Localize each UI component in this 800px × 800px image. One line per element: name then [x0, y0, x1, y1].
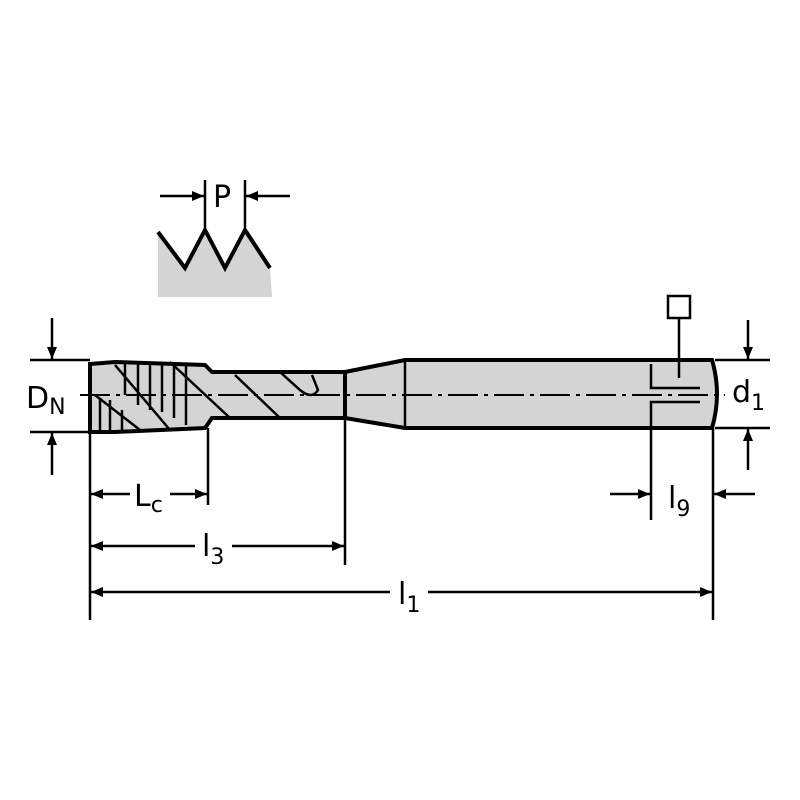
square-length-dimension: l9 [610, 481, 755, 522]
thread-length-dimension: l3 [91, 529, 344, 570]
thread-length-label: l3 [202, 529, 224, 570]
square-length-label: l9 [668, 481, 690, 522]
overall-length-dimension: l1 [91, 577, 712, 618]
square-symbol [666, 294, 692, 320]
chamfer-length-label: Lc [134, 479, 163, 518]
thread-profile: P [156, 180, 290, 297]
nominal-diameter-label: DN [26, 381, 66, 420]
shank-diameter-dimension: d1 [715, 320, 770, 470]
overall-length-label: l1 [398, 577, 420, 618]
chamfer-length-dimension: Lc [91, 479, 207, 518]
pitch-label: P [213, 180, 231, 215]
nominal-diameter-dimension: DN [26, 318, 90, 475]
flutes [94, 361, 320, 431]
tap-body [80, 294, 725, 434]
shank-diameter-label: d1 [732, 375, 765, 416]
